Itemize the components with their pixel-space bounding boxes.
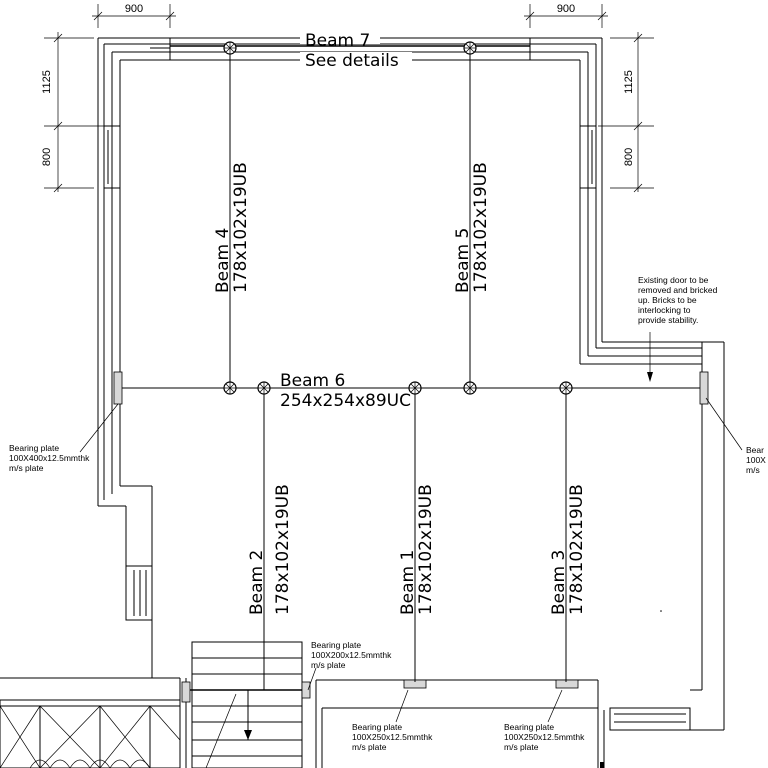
beam1-spec: 178x102x19UB: [416, 484, 436, 615]
dim-left-upper: 1125: [41, 70, 53, 94]
svg-text:m/s: m/s: [746, 465, 760, 475]
svg-text:m/s plate: m/s plate: [311, 660, 346, 670]
svg-text:interlocking to: interlocking to: [638, 305, 691, 315]
column-nodes: [223, 41, 573, 395]
note-bearing-beam1: Bearing plate 100X250x12.5mmthk m/s plat…: [352, 722, 433, 752]
beam2-name: Beam 2: [247, 550, 267, 615]
bearing-plates: [113, 371, 709, 703]
leader-lines: [79, 332, 743, 723]
svg-text:m/s plate: m/s plate: [352, 742, 387, 752]
beam7-spec: See details: [305, 51, 399, 71]
beam6-spec: 254x254x89UC: [280, 391, 411, 411]
beam4-name: Beam 4: [213, 228, 233, 293]
dim-top-left: 900: [125, 3, 143, 15]
beam5-name: Beam 5: [453, 228, 473, 293]
beam1-name: Beam 1: [398, 550, 418, 615]
svg-text:Bear: Bear: [746, 445, 764, 455]
svg-text:100X: 100X: [746, 455, 766, 465]
svg-text:Bearing plate: Bearing plate: [352, 722, 402, 732]
svg-text:provide stability.: provide stability.: [638, 315, 698, 325]
svg-text:up. Bricks to be: up. Bricks to be: [638, 295, 697, 305]
beam6-name: Beam 6: [280, 371, 345, 391]
svg-text:100X250x12.5mmthk: 100X250x12.5mmthk: [352, 732, 433, 742]
svg-text:100X250x12.5mmthk: 100X250x12.5mmthk: [504, 732, 585, 742]
svg-text:m/s plate: m/s plate: [9, 463, 44, 473]
beam4-spec: 178x102x19UB: [231, 162, 251, 293]
note-bearing-stair: Bearing plate 100X200x12.5mmthk m/s plat…: [311, 640, 392, 670]
dim-right-lower: 800: [623, 148, 635, 166]
beam2-spec: 178x102x19UB: [273, 484, 293, 615]
svg-text:Existing door to be: Existing door to be: [638, 275, 709, 285]
beam5-spec: 178x102x19UB: [471, 162, 491, 293]
svg-text:100X400x12.5mmthk: 100X400x12.5mmthk: [9, 453, 90, 463]
svg-text:removed and bricked: removed and bricked: [638, 285, 718, 295]
dim-top-right: 900: [557, 3, 575, 15]
note-bearing-right: Bear 100X m/s: [746, 445, 766, 475]
note-door: Existing door to be removed and bricked …: [638, 275, 718, 325]
hatched-structure: [0, 699, 181, 768]
svg-text:m/s plate: m/s plate: [504, 742, 539, 752]
note-bearing-left: Bearing plate 100X400x12.5mmthk m/s plat…: [9, 443, 90, 473]
beam7-name: Beam 7: [305, 31, 370, 51]
dim-left-lower: 800: [41, 148, 53, 166]
svg-text:Bearing plate: Bearing plate: [311, 640, 361, 650]
svg-text:100X200x12.5mmthk: 100X200x12.5mmthk: [311, 650, 392, 660]
beam3-name: Beam 3: [549, 550, 569, 615]
svg-text:Bearing plate: Bearing plate: [504, 722, 554, 732]
svg-text:Bearing plate: Bearing plate: [9, 443, 59, 453]
beam3-spec: 178x102x19UB: [567, 484, 587, 615]
dim-right-upper: 1125: [623, 70, 635, 94]
staircase: [186, 641, 308, 768]
note-bearing-beam3: Bearing plate 100X250x12.5mmthk m/s plat…: [504, 722, 585, 752]
